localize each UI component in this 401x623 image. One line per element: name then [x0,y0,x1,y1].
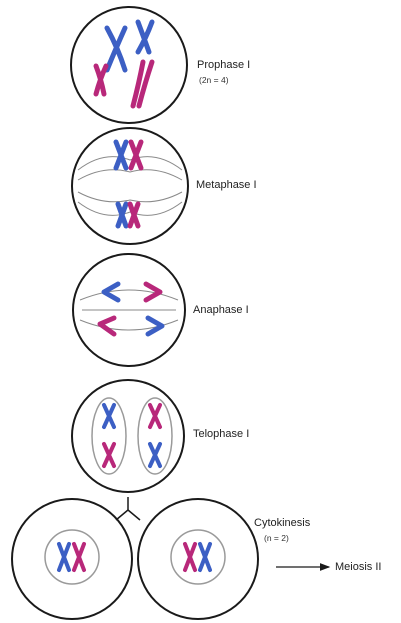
metaphase-cell [72,128,188,244]
daughter-left-chromosomes [59,544,84,570]
split-connector [116,497,140,520]
metaphase-chromosomes [116,142,141,226]
prophase-chromosomes [96,22,152,106]
daughter-right-chromosomes [185,544,210,570]
daughter-cell-right [138,499,258,619]
prophase-cell [71,7,187,123]
telophase-cell [72,380,184,492]
anaphase-cell [73,254,185,366]
telophase-chromosomes [104,405,160,466]
anaphase-chromosomes [100,284,162,334]
daughter-cell-left [12,499,132,619]
